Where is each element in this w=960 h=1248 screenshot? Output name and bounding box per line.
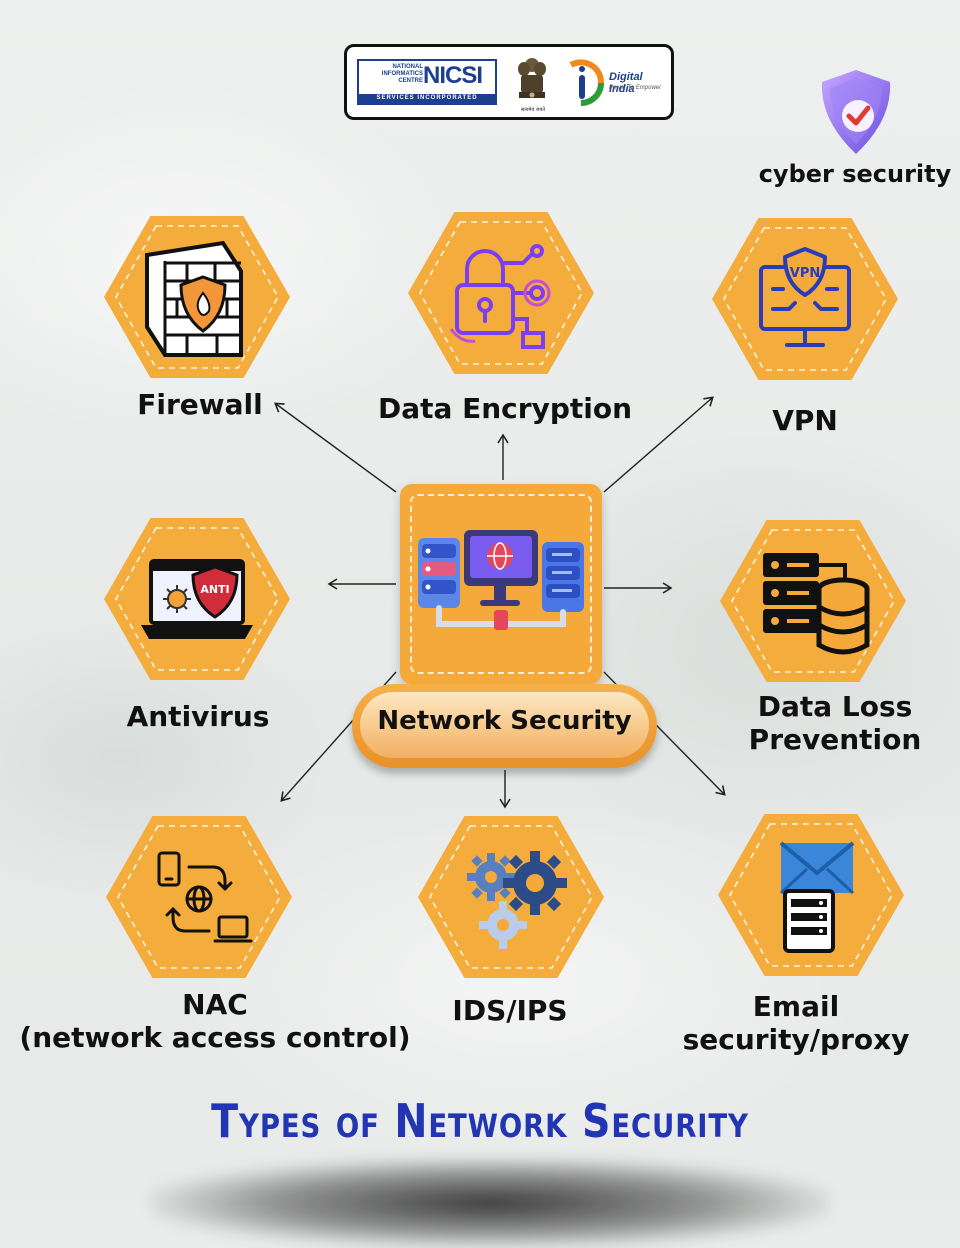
- nac-label: NAC (network access control): [10, 988, 420, 1054]
- data-encryption-hexagon: [408, 212, 594, 374]
- firewall-wall-icon: [145, 240, 243, 357]
- nac-label-line-1: NAC: [182, 988, 248, 1021]
- nicsi-logo: NATIONAL INFORMATICS CENTRE NICSI SERVIC…: [357, 59, 497, 105]
- data-loss-prevention-label: Data Loss Prevention: [740, 690, 930, 756]
- national-emblem-icon: [518, 58, 546, 98]
- dlp-label-line-1: Data Loss: [757, 690, 913, 723]
- email-label-line-2: security/proxy: [682, 1023, 910, 1056]
- vpn-hexagon: VPN: [712, 218, 898, 380]
- email-security-hexagon: [718, 814, 904, 976]
- laptop-anti-virus-icon: ANTI: [141, 559, 253, 639]
- digital-india-logo: Digital India Power To Empower: [561, 57, 671, 109]
- ids-ips-label: IDS/IPS: [452, 994, 568, 1027]
- arrow-to-vpn: [603, 396, 714, 493]
- network-security-box: [400, 484, 602, 684]
- dlp-label-line-2: Prevention: [748, 723, 922, 756]
- data-encryption-label: Data Encryption: [377, 392, 633, 425]
- page-title: Types of Network Security: [211, 1094, 749, 1148]
- network-security-box-border: [410, 494, 592, 674]
- network-security-pill: Network Security: [352, 684, 657, 768]
- email-label-line-1: Email: [752, 990, 840, 1023]
- nicsi-line-3: CENTRE: [398, 78, 423, 84]
- vpn-icon-text: VPN: [790, 266, 820, 281]
- data-loss-prevention-hexagon: [720, 520, 906, 682]
- email-security-label: Email security/proxy: [676, 990, 916, 1056]
- nicsi-tagline: SERVICES INCORPORATED: [359, 94, 495, 103]
- antivirus-hexagon: ANTI: [104, 518, 290, 680]
- nicsi-line-2: INFORMATICS: [381, 71, 423, 77]
- antivirus-icon-text: ANTI: [200, 583, 229, 596]
- firewall-label: Firewall: [137, 388, 263, 421]
- arrow-to-firewall: [273, 402, 397, 493]
- device-globe-exchange-icon: [157, 851, 253, 943]
- nac-hexagon: [106, 816, 292, 978]
- digital-india-tagline: Power To Empower: [609, 85, 662, 91]
- database-servers-icon: [763, 553, 870, 655]
- emblem-motto: सत्यमेव जयते: [520, 107, 546, 113]
- shield-check-icon: [821, 70, 891, 154]
- vpn-monitor-icon: VPN: [759, 247, 851, 347]
- firewall-hexagon: [104, 216, 290, 378]
- nac-label-line-2: (network access control): [19, 1021, 411, 1054]
- nicsi-wordmark: NICSI: [423, 62, 483, 89]
- network-servers-icon: [418, 530, 584, 630]
- gears-icon: [467, 851, 567, 949]
- partner-logos-box: NATIONAL INFORMATICS CENTRE NICSI SERVIC…: [344, 44, 674, 120]
- padlock-circuit-icon: [449, 244, 551, 349]
- nicsi-line-1: NATIONAL: [392, 64, 423, 70]
- envelope-server-icon: [779, 841, 855, 953]
- antivirus-label: Antivirus: [126, 700, 270, 733]
- nicsi-org-name: NATIONAL INFORMATICS CENTRE: [363, 64, 423, 85]
- vpn-label: VPN: [772, 404, 838, 437]
- digital-india-title: Digital India: [609, 71, 643, 95]
- digital-india-mark-icon: [569, 59, 604, 106]
- cyber-security-label: cyber security: [758, 160, 952, 188]
- ids-ips-hexagon: [418, 816, 604, 978]
- network-security-label: Network Security: [377, 706, 632, 736]
